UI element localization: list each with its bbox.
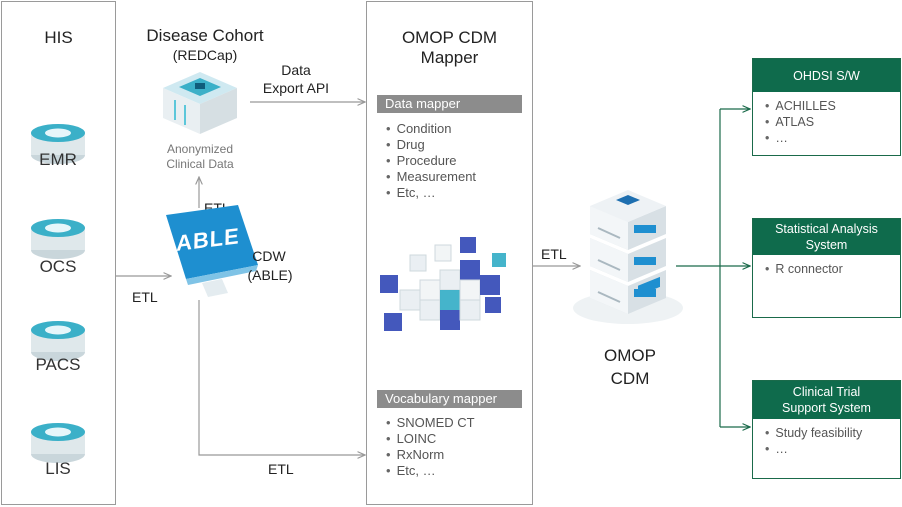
ohdsi-list: ACHILLES ATLAS … [753,92,900,146]
clinical-trial-list: Study feasibility … [753,419,900,457]
list-item: Condition [386,121,476,137]
emr-database-icon [31,124,85,164]
ohdsi-header: OHDSI S/W [753,59,900,92]
omop-server-icon [573,190,683,324]
list-item: RxNorm [386,447,475,463]
list-item: R connector [765,261,900,277]
cohort-subtitle: (REDCap) [172,47,238,63]
emr-label: EMR [39,150,77,169]
stat-analysis-list: R connector [753,255,900,277]
cdw-label-line2: (ABLE) [247,267,293,283]
mapper-title-line1: OMOP CDM [401,28,498,47]
cdw-label-line1: CDW [252,248,286,264]
api-label-line1: Data [281,62,311,78]
server-tier [590,206,666,250]
list-item: ATLAS [765,114,900,130]
server-tier [590,270,666,314]
list-item: LOINC [386,431,475,447]
list-item: Etc, … [386,185,476,201]
stat-analysis-box: Statistical Analysis System R connector [752,218,901,318]
cohort-title: Disease Cohort [146,26,264,45]
api-label-line2: Export API [262,80,330,96]
mapper-title-line2: Mapper [420,48,479,67]
list-item: … [765,130,900,146]
vocab-mapper-header: Vocabulary mapper [377,390,522,408]
cdw-monitor-icon [166,205,258,297]
etl-label-mapper-omop: ETL [541,246,567,262]
list-item: ACHILLES [765,98,900,114]
list-item: Measurement [386,169,476,185]
list-item: Study feasibility [765,425,900,441]
ocs-label: OCS [39,257,77,276]
list-item: Etc, … [386,463,475,479]
omop-label-line2: CDM [610,369,650,388]
etl-label-cdw-vocab: ETL [268,461,294,477]
ocs-database-icon [31,219,85,259]
pacs-database-icon [31,321,85,361]
lis-label: LIS [45,459,71,478]
ohdsi-box: OHDSI S/W ACHILLES ATLAS … [752,58,901,156]
his-database-icons [31,124,85,463]
lis-database-icon [31,423,85,463]
clinical-trial-header: Clinical Trial Support System [753,381,900,419]
list-item: Drug [386,137,476,153]
pacs-label: PACS [35,355,81,374]
vocab-mapper-list: SNOMED CT LOINC RxNorm Etc, … [386,415,475,479]
etl-label-his-cdw: ETL [132,289,158,305]
cdw-to-mapper-arrow [198,300,365,455]
mapping-cubes-icon [380,237,506,331]
omop-label-line1: OMOP [604,346,656,365]
data-mapper-header: Data mapper [377,95,522,113]
server-tier [590,238,666,282]
list-item: SNOMED CT [386,415,475,431]
clinical-trial-box: Clinical Trial Support System Study feas… [752,380,901,479]
cohort-caption-line2: Clinical Data [166,157,234,171]
cohort-caption-line1: Anonymized [166,142,234,156]
stat-analysis-header: Statistical Analysis System [753,219,900,255]
cohort-cube-icon [163,72,237,134]
list-item: … [765,441,900,457]
list-item: Procedure [386,153,476,169]
data-mapper-list: Condition Drug Procedure Measurement Etc… [386,121,476,201]
his-title: HIS [44,28,73,47]
